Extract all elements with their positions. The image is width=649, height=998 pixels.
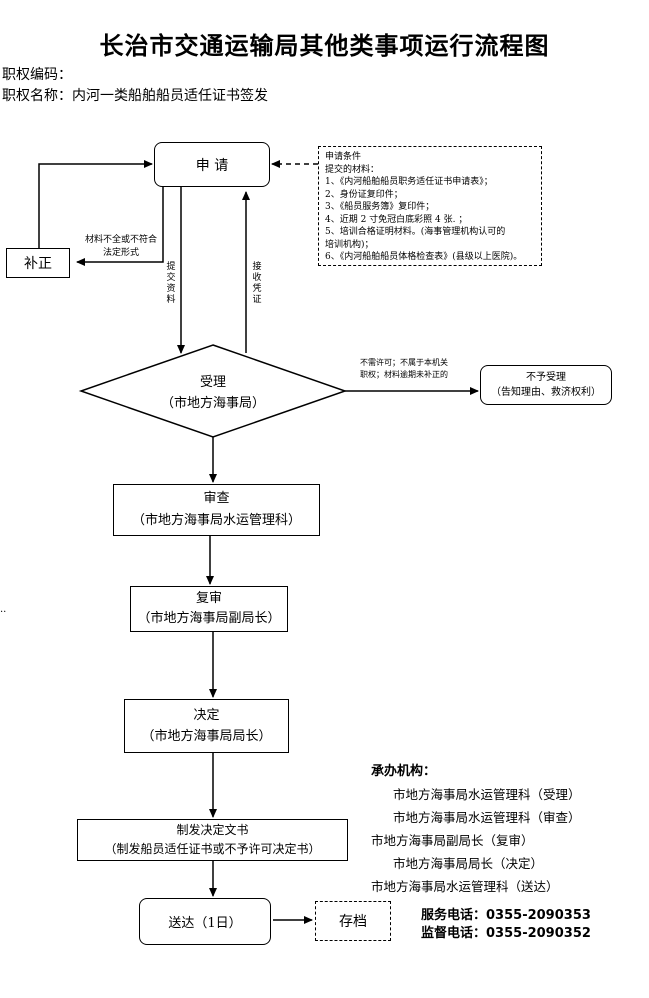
- service-phone-label: 服务电话：: [421, 908, 487, 923]
- decide-title: 决定: [193, 708, 220, 723]
- recheck-node: 复审 （市地方海事局副局长）: [130, 586, 288, 632]
- power-name-value: 内河一类船舶船员适任证书签发: [72, 88, 268, 104]
- review-org: （市地方海事局水运管理科）: [131, 513, 301, 528]
- doc-node: 制发决定文书 （制发船员适任证书或不予许可决定书）: [77, 819, 348, 861]
- service-phone-value: 0355-2090353: [486, 908, 591, 923]
- recheck-org: （市地方海事局副局长）: [137, 611, 281, 626]
- correct-node: 补正: [6, 248, 70, 278]
- arrow-correct-to-apply: [38, 160, 153, 248]
- handlers-line: 市地方海事局副局长（复审）: [371, 833, 534, 848]
- power-name-label: 职权名称：: [2, 88, 72, 104]
- archive-node: 存档: [315, 901, 391, 941]
- service-phone-row: 服务电话：0355-2090353: [421, 904, 591, 923]
- decide-org: （市地方海事局局长）: [141, 729, 272, 744]
- incomplete-label: 材料不全或不符合 法定形式: [78, 234, 164, 260]
- conditions-item: 6、《内河船舶船员体格检查表》(县级以上医院)。: [325, 252, 523, 262]
- handlers-line: 市地方海事局水运管理科（审查）: [393, 810, 581, 825]
- conditions-subheading: 提交的材料：: [325, 164, 380, 175]
- conditions-item: 培训机构)；: [325, 239, 374, 250]
- deliver-label: 送达（1日）: [168, 916, 242, 931]
- correct-label: 补正: [24, 256, 52, 272]
- power-name-row: 职权名称：内河一类船舶船员适任证书签发: [2, 85, 268, 105]
- conditions-box: 申请条件 提交的材料： 1、《内河船舶船员职务适任证书申请表》； 2、身份证复印…: [318, 146, 542, 266]
- archive-label: 存档: [339, 914, 367, 930]
- conditions-heading: 申请条件: [325, 152, 362, 162]
- incomplete-label-line1: 材料不全或不符合: [84, 235, 157, 245]
- supervise-phone-value: 0355-2090352: [486, 926, 591, 941]
- conditions-item: 5、培训合格证明材料。(海事管理机构认可的: [325, 227, 506, 237]
- reject-node: 不予受理 （告知理由、救济权利）: [480, 365, 612, 405]
- decide-node: 决定 （市地方海事局局长）: [124, 699, 289, 753]
- conditions-item: 3、《船员服务簿》复印件；: [325, 202, 435, 212]
- supervise-phone-row: 监督电话：0355-2090352: [421, 922, 591, 941]
- supervise-phone-label: 监督电话：: [421, 926, 487, 941]
- handlers-heading: 承办机构：: [371, 764, 437, 779]
- reject-detail: （告知理由、救济权利）: [491, 387, 601, 398]
- handlers-block: 承办机构： 市地方海事局水运管理科（受理） 市地方海事局水运管理科（审查） 市地…: [371, 760, 581, 898]
- doc-title: 制发决定文书: [176, 823, 249, 837]
- receipt-label: 接收凭证: [252, 262, 262, 305]
- reject-edge-label-line1: 不需许可；不属于本机关: [360, 358, 448, 367]
- stray-mark: ..: [0, 604, 7, 615]
- handlers-line: 市地方海事局局长（决定）: [393, 856, 544, 871]
- page-title: 长治市交通运输局其他类事项运行流程图: [99, 32, 550, 60]
- accept-org: （市地方海事局）: [160, 396, 265, 411]
- accept-title: 受理: [199, 375, 226, 390]
- power-code-label: 职权编码：: [2, 67, 72, 83]
- handlers-line: 市地方海事局水运管理科（受理）: [393, 787, 581, 802]
- conditions-item: 1、《内河船舶船员职务适任证书申请表》；: [325, 177, 493, 187]
- submit-label: 提交资料: [166, 262, 176, 305]
- recheck-title: 复审: [195, 591, 222, 606]
- reject-edge-label-line2: 职权；材料逾期未补正的: [360, 370, 448, 379]
- review-node: 审查 （市地方海事局水运管理科）: [113, 484, 320, 536]
- incomplete-label-line2: 法定形式: [102, 248, 139, 258]
- conditions-item: 4、近期 2 寸免冠白底彩照 4 张. ；: [325, 214, 468, 225]
- apply-node: 申 请: [154, 142, 270, 187]
- reject-title: 不予受理: [526, 372, 566, 383]
- review-title: 审查: [203, 491, 230, 506]
- reject-edge-label: 不需许可；不属于本机关 职权；材料逾期未补正的: [360, 357, 475, 381]
- apply-label: 申 请: [195, 157, 229, 174]
- conditions-item: 2、身份证复印件；: [325, 189, 403, 200]
- deliver-node: 送达（1日）: [139, 898, 271, 945]
- doc-detail: （制发船员适任证书或不予许可决定书）: [104, 842, 321, 856]
- arrow-apply-to-correct: [76, 187, 164, 266]
- accept-text: 受理 （市地方海事局）: [130, 372, 296, 414]
- handlers-line: 市地方海事局水运管理科（送达）: [371, 879, 559, 894]
